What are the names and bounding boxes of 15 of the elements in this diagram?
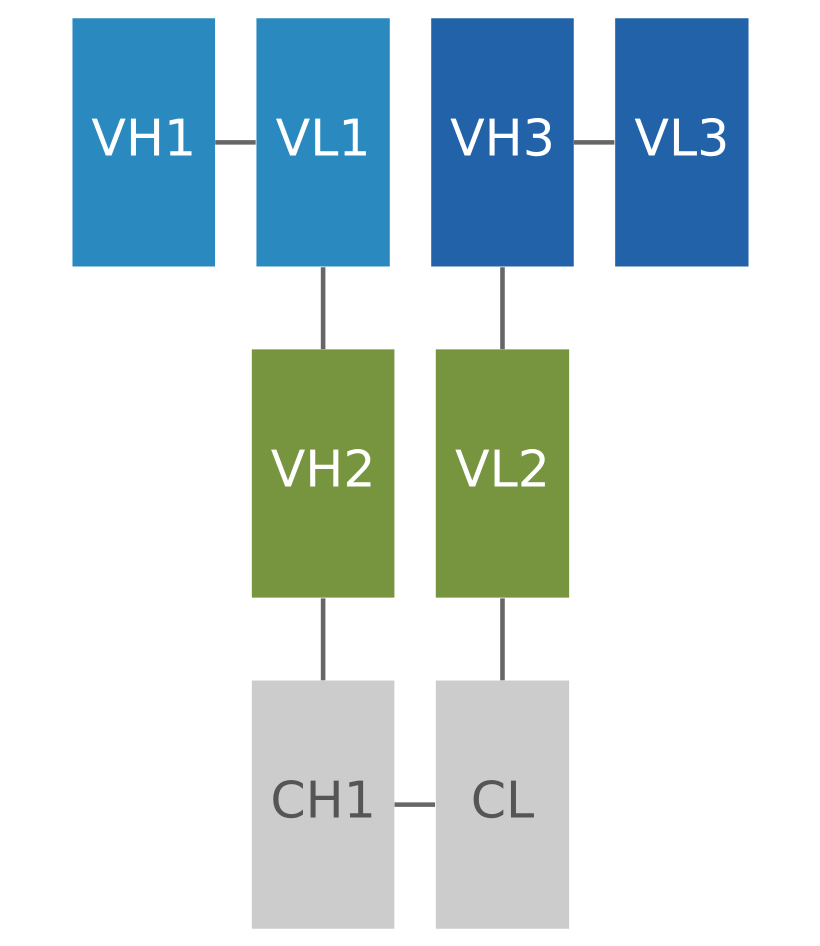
node-box: VH2 <box>251 348 394 598</box>
node-box: VL3 <box>614 18 748 266</box>
connector <box>500 598 504 680</box>
connector <box>394 802 435 806</box>
node-box: CH1 <box>251 680 394 928</box>
connector <box>214 140 256 144</box>
node-box: VH3 <box>430 18 574 266</box>
node-box: VL2 <box>435 348 569 598</box>
connector <box>573 140 614 144</box>
connector <box>320 266 325 349</box>
connector <box>500 266 504 349</box>
node-box: CL <box>435 680 569 928</box>
node-box: VL1 <box>256 18 390 266</box>
node-box: VH1 <box>72 18 215 266</box>
connector <box>320 598 325 680</box>
